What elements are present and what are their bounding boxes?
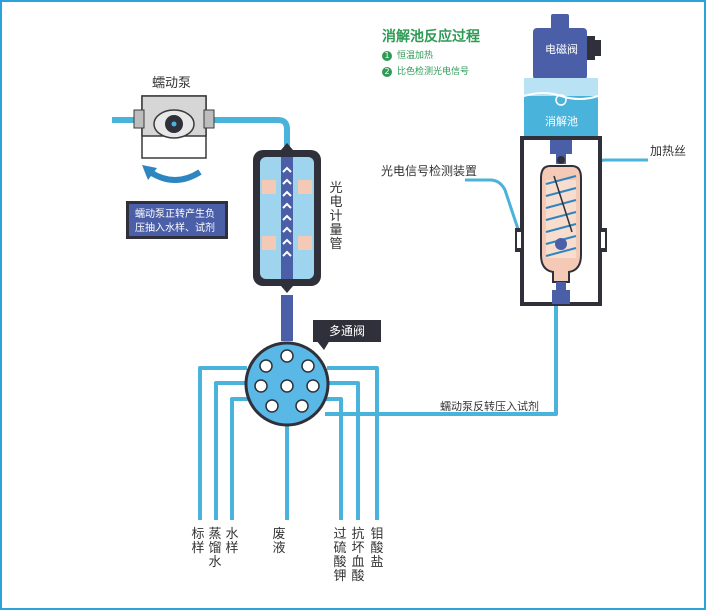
pipe-port-standard (198, 366, 247, 520)
valve-to-cell-pipe (325, 302, 558, 416)
meter-sensor-bottom-left (262, 236, 276, 250)
reverse-note-label: 蠕动泵反转压入试剂 (440, 400, 539, 413)
cell-top-dot (557, 156, 565, 164)
pump-to-meter-pipe (208, 117, 290, 150)
port-label-standard: 标样 (191, 527, 205, 556)
port-label-distilled-water: 蒸馏水 (208, 527, 222, 570)
process-step-2: 2 比色检测光电信号 (382, 64, 469, 77)
pipe-port-distilled-water (214, 381, 247, 520)
meter-flow-chevrons (282, 166, 292, 257)
valve-port-center[interactable] (280, 379, 294, 393)
step-text: 比色检测光电信号 (397, 67, 470, 77)
detector-leader (465, 178, 521, 233)
meter-sensor-top-left (262, 180, 276, 194)
pipe-port-water-sample (230, 397, 252, 520)
port-label-waste: 废液 (272, 527, 286, 556)
digestion-assembly[interactable] (515, 14, 607, 306)
left-sensor-window (517, 232, 521, 248)
valve-port[interactable] (254, 379, 268, 393)
process-step-1: 1 恒温加热 (382, 48, 433, 61)
step-number-badge: 2 (382, 66, 392, 77)
pipe-port-persulfate (322, 397, 343, 520)
meter-to-valve-stem (281, 295, 293, 341)
valve-port[interactable] (301, 359, 315, 373)
port-label-persulfate: 过硫酸钾 (333, 527, 347, 584)
pump-rotation-arrowhead (142, 165, 157, 180)
solenoid-valve-connector (587, 36, 595, 60)
meter-top-cap (281, 143, 293, 150)
valve-port[interactable] (280, 349, 294, 363)
right-sensor-window (601, 232, 605, 248)
meter-tube-label: 光电计量管 (329, 181, 343, 252)
cell-top-connector (550, 140, 572, 154)
pipe-port-molybdate (327, 366, 379, 520)
meter-sensor-top-right (298, 180, 312, 194)
digestion-tank-indicator (555, 94, 567, 106)
cell-bottom-connector (552, 290, 570, 304)
heater-label: 加热丝 (650, 144, 687, 158)
valve-port[interactable] (259, 359, 273, 373)
step-number-badge: 1 (382, 50, 392, 61)
process-title: 消解池反应过程 (382, 29, 480, 45)
port-label-ascorbic-acid: 抗坏血酸 (351, 527, 365, 584)
multi-valve-label: 多通阀 (313, 320, 381, 342)
solenoid-valve-cap (551, 14, 569, 30)
meter-sensor-bottom-right (298, 236, 312, 250)
pump-rotation-arrow (148, 169, 202, 183)
solenoid-valve-body (533, 28, 587, 80)
vessel-diagonal (553, 175, 573, 233)
valve-port[interactable] (295, 399, 309, 413)
solenoid-valve-plug (595, 40, 601, 56)
valve-port[interactable] (306, 379, 320, 393)
multi-port-valve[interactable] (244, 341, 330, 427)
digestion-tank-top (524, 78, 598, 96)
port-label-molybdate: 钼酸盐 (370, 527, 384, 570)
port-label-water-sample: 水样 (225, 527, 239, 556)
pump-label: 蠕动泵 (152, 76, 192, 91)
peristaltic-pump[interactable] (133, 95, 215, 159)
digestion-tank-wave (523, 92, 599, 100)
detector-label: 光电信号检测装置 (381, 164, 478, 178)
cell-bottom-neck (556, 282, 566, 292)
pump-left-clamp (133, 109, 145, 129)
metering-tube[interactable] (253, 143, 321, 293)
pump-note-box: 蠕动泵正转产生负压抽入水样、试剂 (126, 201, 228, 239)
heating-coil (545, 175, 577, 257)
digest-cell-label: 消解池 (545, 115, 578, 128)
vessel-stir-bead (555, 238, 567, 250)
meter-channel (281, 157, 293, 279)
pump-rotor-axis (171, 121, 177, 127)
pipe-port-ascorbic-acid (327, 381, 360, 520)
valve-callout-pointer (316, 340, 330, 350)
meter-bottom-cap (281, 286, 293, 293)
pump-right-clamp (203, 109, 215, 129)
solenoid-label: 电磁阀 (545, 43, 578, 56)
valve-port[interactable] (265, 399, 279, 413)
step-text: 恒温加热 (397, 51, 434, 61)
